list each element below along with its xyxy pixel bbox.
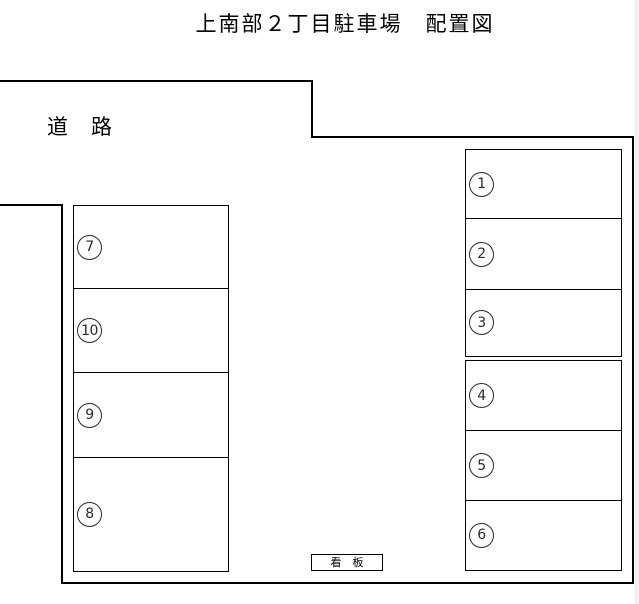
parking-space-8: 8 — [74, 457, 228, 570]
window-edge — [635, 0, 639, 604]
road-label: 道 路 — [47, 115, 113, 139]
circled-number-9-icon: 9 — [77, 402, 102, 428]
circled-number-3-icon: 3 — [469, 310, 494, 335]
circled-number-2-icon: 2 — [469, 241, 494, 267]
circled-number-8-icon: 8 — [77, 501, 102, 527]
parking-space-2: 2 — [466, 218, 621, 289]
signboard-box: 看 板 — [311, 554, 383, 571]
parking-block-right-upper: 1 2 3 — [465, 149, 622, 357]
parking-space-7: 7 — [74, 206, 228, 288]
circled-number-7-icon: 7 — [77, 234, 102, 260]
parking-space-3: 3 — [466, 289, 621, 355]
parking-space-5: 5 — [466, 430, 621, 500]
parking-space-4: 4 — [466, 361, 621, 430]
circled-number-1-icon: 1 — [469, 171, 494, 197]
space-number: 9 — [85, 407, 94, 423]
space-number: 2 — [477, 246, 486, 262]
space-number: 5 — [477, 457, 486, 474]
parking-space-6: 6 — [466, 500, 621, 569]
space-number: 3 — [477, 314, 486, 331]
space-number: 4 — [477, 387, 486, 404]
parking-space-10: 10 — [74, 288, 228, 372]
parking-block-right-lower: 4 5 6 — [465, 360, 622, 571]
circled-number-4-icon: 4 — [469, 383, 494, 408]
space-number: 7 — [85, 239, 94, 255]
circled-number-5-icon: 5 — [469, 453, 494, 478]
space-number: 6 — [477, 527, 486, 543]
circled-number-10-icon: 10 — [77, 318, 102, 343]
space-number: 10 — [81, 322, 98, 339]
parking-space-9: 9 — [74, 372, 228, 457]
diagram-title: 上南部２丁目駐車場 配置図 — [195, 12, 495, 36]
circled-number-6-icon: 6 — [469, 522, 494, 548]
parking-space-1: 1 — [466, 150, 621, 218]
space-number: 1 — [477, 176, 486, 192]
parking-block-left: 7 10 9 8 — [73, 205, 229, 572]
space-number: 8 — [85, 506, 94, 522]
